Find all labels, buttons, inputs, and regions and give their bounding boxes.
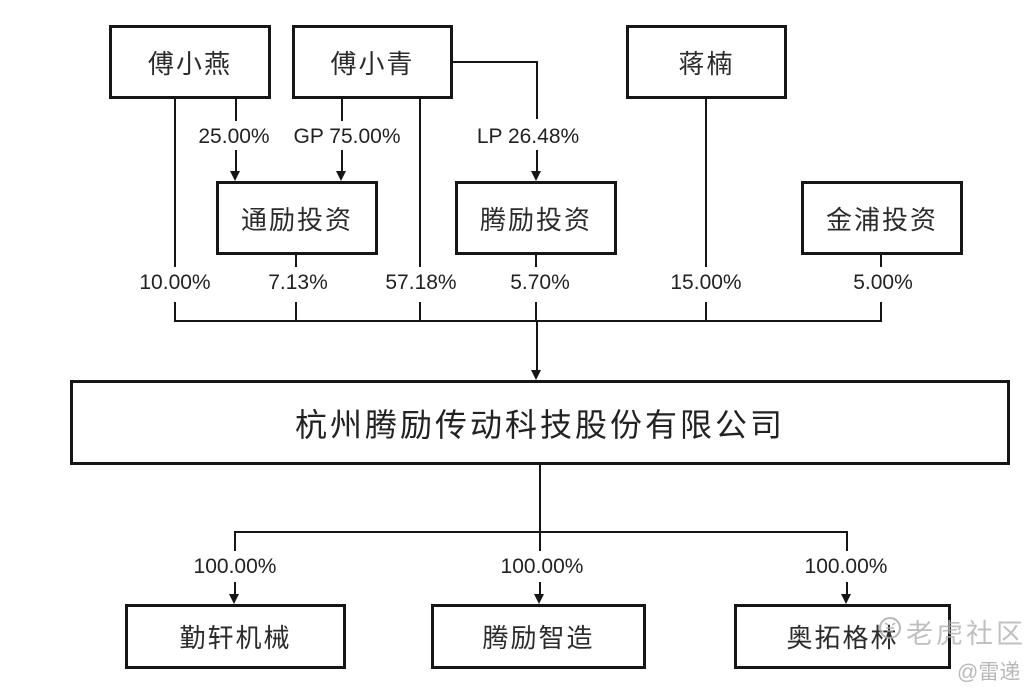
watermark-community-text: 老虎社区 [906, 619, 1026, 649]
ownership-label-10: 10.00% [139, 271, 211, 294]
node-tengli-investment: 腾励投资 [455, 181, 617, 255]
ownership-label-25: 25.00% [198, 125, 270, 148]
ownership-label-5718: 57.18% [385, 271, 457, 294]
ownership-label-100-right: 100.00% [804, 555, 888, 578]
arrowhead-icon [229, 594, 239, 604]
node-jiang-nan: 蒋楠 [626, 25, 787, 99]
ownership-label-713: 7.13% [268, 271, 328, 294]
node-jinpu-investment: 金浦投资 [801, 181, 963, 255]
node-fu-xiaoyan: 傅小燕 [109, 25, 271, 99]
node-label: 勤轩机械 [179, 623, 292, 653]
node-tengli-zhizao: 腾励智造 [431, 604, 646, 669]
node-label: 傅小青 [330, 48, 415, 79]
connector-line [536, 150, 538, 172]
node-qinxuan-machinery: 勤轩机械 [125, 604, 346, 669]
connector-line [341, 99, 343, 121]
ownership-label-5: 5.00% [853, 271, 913, 294]
connector-line [234, 531, 236, 551]
connector-line [539, 582, 541, 595]
node-aotuo-gelin: 奥拓格林 [734, 604, 951, 669]
connector-line [234, 582, 236, 595]
tiger-logo-icon [879, 617, 901, 639]
tiger-face-glyph [884, 622, 896, 632]
node-label: 通励投资 [240, 204, 353, 235]
connector-line [846, 582, 848, 595]
ownership-label-100-mid: 100.00% [500, 555, 584, 578]
connector-line [452, 61, 538, 63]
node-label: 傅小燕 [147, 48, 232, 79]
connector-line [539, 464, 541, 532]
bus-line [174, 320, 882, 322]
connector-line [419, 302, 421, 321]
node-label: 金浦投资 [825, 204, 938, 235]
node-fu-xiaoqing: 傅小青 [292, 25, 453, 99]
connector-line [536, 61, 538, 119]
node-tongli-investment: 通励投资 [216, 181, 378, 255]
arrowhead-icon [531, 370, 541, 380]
connector-line [341, 150, 343, 172]
node-label: 蒋楠 [678, 48, 735, 79]
ownership-label-lp2648: LP 26.48% [476, 125, 580, 148]
connector-line [295, 302, 297, 321]
connector-line [846, 531, 848, 551]
connector-line [535, 255, 537, 267]
arrowhead-icon [841, 594, 851, 604]
connector-line [235, 150, 237, 172]
connector-line [705, 302, 707, 321]
ownership-label-100-left: 100.00% [193, 555, 277, 578]
connector-line [419, 99, 421, 267]
distribution-line [234, 531, 848, 533]
ownership-label-15: 15.00% [670, 271, 742, 294]
ownership-label-570: 5.70% [510, 271, 570, 294]
connector-line [880, 302, 882, 321]
node-label: 腾励投资 [479, 204, 592, 235]
connector-line [880, 255, 882, 267]
watermark-author-handle: @雷递 [957, 661, 1021, 684]
arrowhead-icon [534, 594, 544, 604]
connector-line [539, 531, 541, 551]
connector-line [705, 99, 707, 267]
connector-line [174, 99, 176, 267]
connector-line [535, 302, 537, 321]
arrowhead-icon [230, 171, 240, 181]
connector-line [174, 302, 176, 321]
connector-line [536, 321, 538, 371]
arrowhead-icon [531, 171, 541, 181]
arrowhead-icon [336, 171, 346, 181]
connector-line [235, 99, 237, 121]
node-label: 奥拓格林 [786, 623, 899, 653]
node-label: 腾励智造 [482, 623, 595, 653]
node-main-company: 杭州腾励传动科技股份有限公司 [70, 380, 1010, 465]
connector-line [295, 255, 297, 267]
company-name: 杭州腾励传动科技股份有限公司 [294, 406, 785, 443]
ownership-label-gp75: GP 75.00% [293, 125, 401, 148]
